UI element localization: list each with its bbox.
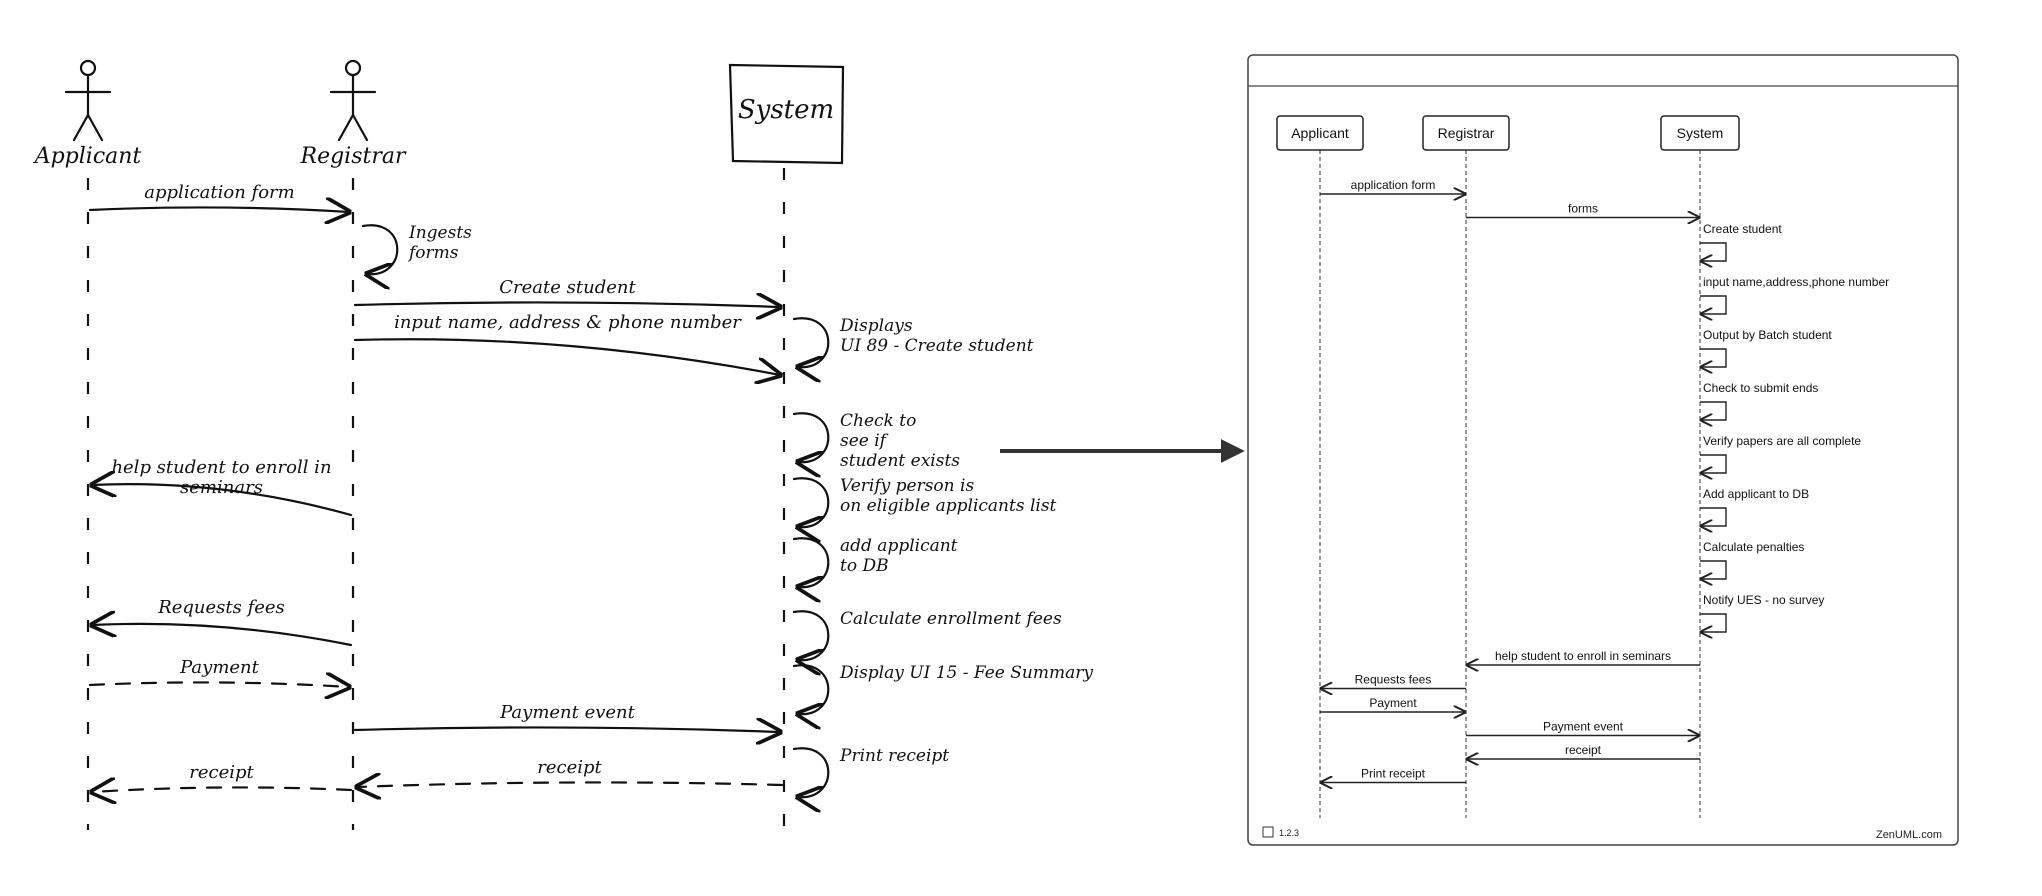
sketch-self-label: Calculate enrollment fees (840, 609, 1062, 629)
sketch-self-label: Displays (839, 316, 913, 336)
sketch-self-label: forms (407, 243, 459, 263)
numbering-toggle-checkbox[interactable] (1262, 826, 1274, 838)
sketch-message-label: help student to enroll in (111, 457, 331, 478)
sketch-message-arrow (353, 727, 780, 732)
sketch-self-label: UI 89 - Create student (840, 336, 1034, 356)
message-label: receipt (1565, 743, 1602, 757)
sketch-self-arrow (361, 224, 399, 274)
zenuml-frame (1247, 54, 1959, 846)
self-message-arrow (1700, 613, 1727, 632)
participant-box-system (1660, 115, 1740, 151)
sketch-message-arrow (88, 207, 349, 212)
sketch-message-label: receipt (189, 762, 254, 783)
hand-sketch-diagram: Applicant Registrar System application form… (33, 59, 1093, 830)
stick-body (329, 73, 377, 142)
message-label: Print receipt (1361, 767, 1426, 781)
sketch-message-label: Payment event (499, 702, 636, 723)
sketch-self-arrow (792, 664, 830, 714)
self-message-label: Notify UES - no survey (1703, 593, 1824, 607)
message-label: Payment event (1543, 720, 1624, 734)
sketch-message-label: Requests fees (157, 597, 285, 618)
participant-box-applicant (1276, 115, 1364, 151)
sketch-system-box (728, 63, 845, 165)
self-message-label: Verify papers are all complete (1703, 434, 1861, 448)
self-message-arrow (1700, 348, 1727, 367)
sketch-message-label: Create student (499, 277, 636, 298)
self-message-arrow (1700, 401, 1727, 420)
sketch-self-arrow (792, 412, 830, 462)
sketch-message-arrow (353, 302, 780, 307)
self-message-label: input name,address,phone number (1703, 275, 1889, 289)
message-label: forms (1568, 202, 1598, 216)
participant-label-applicant: Applicant (1291, 125, 1349, 141)
zenuml-sequence-diagram: Applicant Registrar System application form… (1276, 115, 1889, 818)
self-message-arrow (1700, 295, 1727, 314)
message-label: help student to enroll in seminars (1495, 649, 1671, 663)
participant-box-registrar (1422, 115, 1510, 151)
sketch-message-arrow (92, 787, 353, 792)
sketch-self-arrow (792, 747, 830, 797)
sketch-message-arrow (353, 338, 780, 375)
sketch-message-arrow (92, 484, 353, 517)
sketch-self-label: see if (840, 431, 889, 451)
sketch-self-arrow (792, 537, 830, 587)
participant-label-system: System (1677, 125, 1724, 141)
sketch-self-label: Ingests (408, 223, 472, 243)
self-message-arrow (1700, 560, 1727, 579)
sketch-actor-label: Applicant (33, 144, 142, 169)
message-label: Payment (1369, 696, 1417, 710)
sketch-actor-label: Registrar (300, 144, 407, 169)
stick-figure-registrar-icon (329, 59, 377, 142)
sketch-message-label: seminars (180, 477, 263, 498)
sketch-self-label: student exists (840, 451, 960, 471)
stick-figure-applicant-icon (64, 59, 112, 142)
sketch-self-label: add applicant (840, 536, 958, 556)
sketch-self-arrow (792, 317, 830, 367)
sketch-self-label: Display UI 15 - Fee Summary (839, 663, 1093, 683)
self-message-label: Output by Batch student (1703, 328, 1832, 342)
self-message-arrow (1700, 242, 1727, 261)
sketch-message-arrow (357, 782, 784, 787)
stick-body (64, 73, 112, 142)
sketch-message-label: receipt (537, 757, 602, 778)
sketch-message-arrow (88, 682, 349, 687)
sketch-self-label: Check to (840, 411, 916, 431)
sketch-actor-label: System (738, 95, 834, 125)
zenuml-footer: 1.2.3 ZenUML.com (1262, 826, 1942, 841)
sketch-self-label: Print receipt (839, 746, 949, 766)
participant-label-registrar: Registrar (1438, 125, 1495, 141)
self-message-label: Calculate penalties (1703, 540, 1804, 554)
sketch-self-label: to DB (840, 556, 889, 576)
sketch-message-label: application form (144, 182, 294, 203)
self-message-label: Add applicant to DB (1703, 487, 1809, 501)
message-label: Requests fees (1355, 673, 1432, 687)
stick-head (79, 59, 97, 77)
sketch-message-label: input name, address & phone number (394, 312, 742, 333)
sketch-message-label: Payment (179, 657, 260, 678)
sketch-self-label: on eligible applicants list (840, 496, 1057, 516)
self-message-arrow (1700, 507, 1727, 526)
zenuml-brand[interactable]: ZenUML.com (1876, 829, 1942, 841)
stick-head (344, 59, 362, 77)
numbering-label: 1.2.3 (1279, 828, 1299, 838)
sketch-self-arrow (792, 610, 830, 660)
sketch-self-label: Verify person is (840, 476, 974, 496)
sketch-self-arrow (792, 477, 830, 527)
self-message-label: Create student (1703, 222, 1782, 236)
self-message-arrow (1700, 454, 1727, 473)
message-label: application form (1351, 178, 1436, 192)
self-message-label: Check to submit ends (1703, 381, 1818, 395)
sketch-message-arrow (92, 624, 353, 647)
